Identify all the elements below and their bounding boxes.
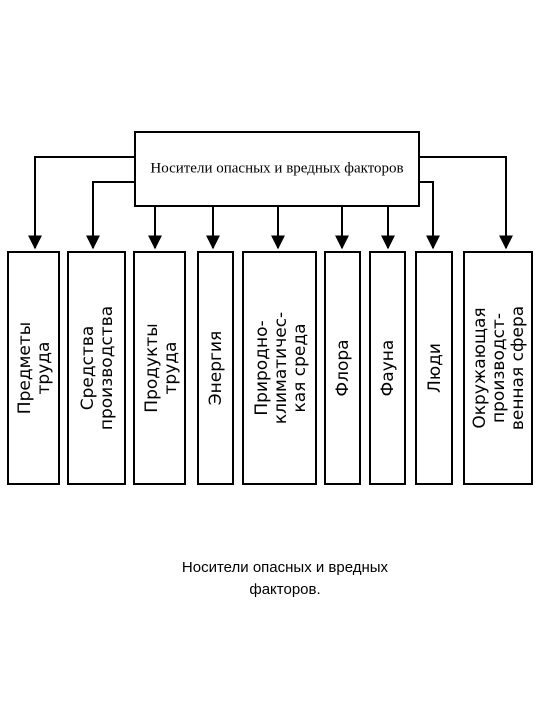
child-label-line: кая среда [290,323,310,412]
child-node-predmety: Предметы труда [7,251,60,485]
child-node-fauna: Фауна [369,251,406,485]
figure-caption: Носители опасных и вредных факторов. [100,557,470,601]
child-node-flora: Флора [324,251,361,485]
child-label-line: Продукты [142,323,162,412]
child-label-line: Природно- [252,320,272,415]
child-node-lyudi: Люди [415,251,453,485]
connector-lyudi [419,181,440,250]
caption-line-1: Носители опасных и вредных [181,559,389,576]
child-label-line: труда [161,342,181,395]
child-node-produkty: Продукты труда [133,251,186,485]
child-label-line: венная сфера [508,306,528,430]
connector-okruzh [419,156,513,250]
child-label-line: производст- [489,313,509,423]
child-label-line: Энергия [206,331,226,405]
child-label-line: климатичес- [271,312,291,424]
child-label-line: Средства [78,326,98,411]
connectors [28,156,513,250]
child-node-sredstva: Средства производства [67,251,126,485]
child-label-line: труда [34,342,54,395]
root-node-label: Носители опасных и вредных факторов [150,160,403,176]
child-label-line: Окружающая [470,307,490,428]
child-node-okruzh: Окружающая производст- венная сфера [463,251,533,485]
child-node-prirodno: Природно- климатичес- кая среда [242,251,317,485]
root-node: Носители опасных и вредных факторов [134,131,420,207]
child-label-line: Фауна [378,340,398,397]
connector-sredstva [86,181,135,250]
connector-predmety [28,156,135,250]
caption-line-2: факторов. [249,581,321,598]
child-label-line: Предметы [15,322,35,414]
child-node-energiya: Энергия [197,251,234,485]
child-label-line: Люди [425,343,445,393]
child-label-line: Флора [333,339,353,396]
child-label-line: производства [97,306,117,430]
